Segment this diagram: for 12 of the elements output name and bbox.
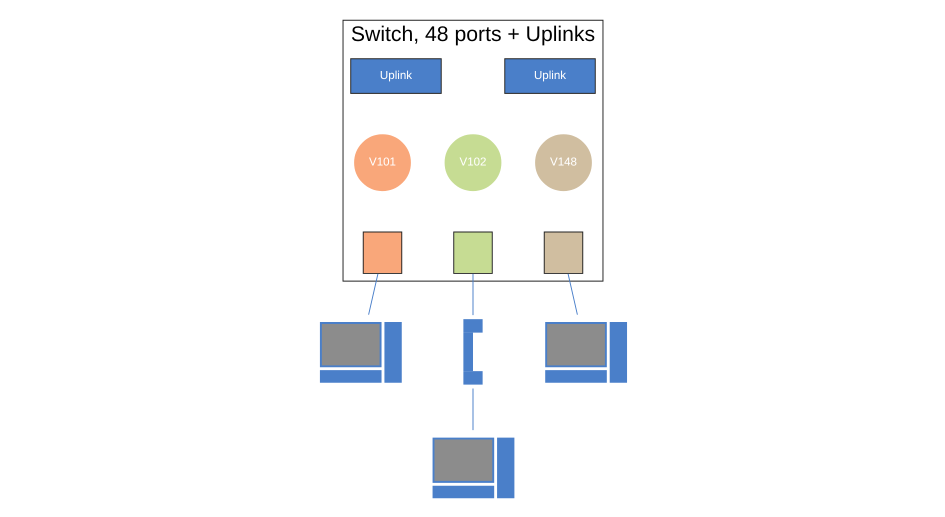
connector	[472, 388, 473, 431]
connector	[368, 273, 378, 316]
node-box: Uplink	[504, 58, 596, 94]
connector	[567, 273, 578, 316]
connector	[472, 273, 473, 316]
node-box: Uplink	[350, 58, 442, 94]
node-box	[543, 232, 583, 274]
node-circle: V148	[534, 134, 592, 192]
node-circle: V102	[444, 134, 501, 192]
node-box	[362, 232, 402, 274]
node-box	[452, 232, 492, 274]
node-circle: V101	[354, 134, 410, 192]
